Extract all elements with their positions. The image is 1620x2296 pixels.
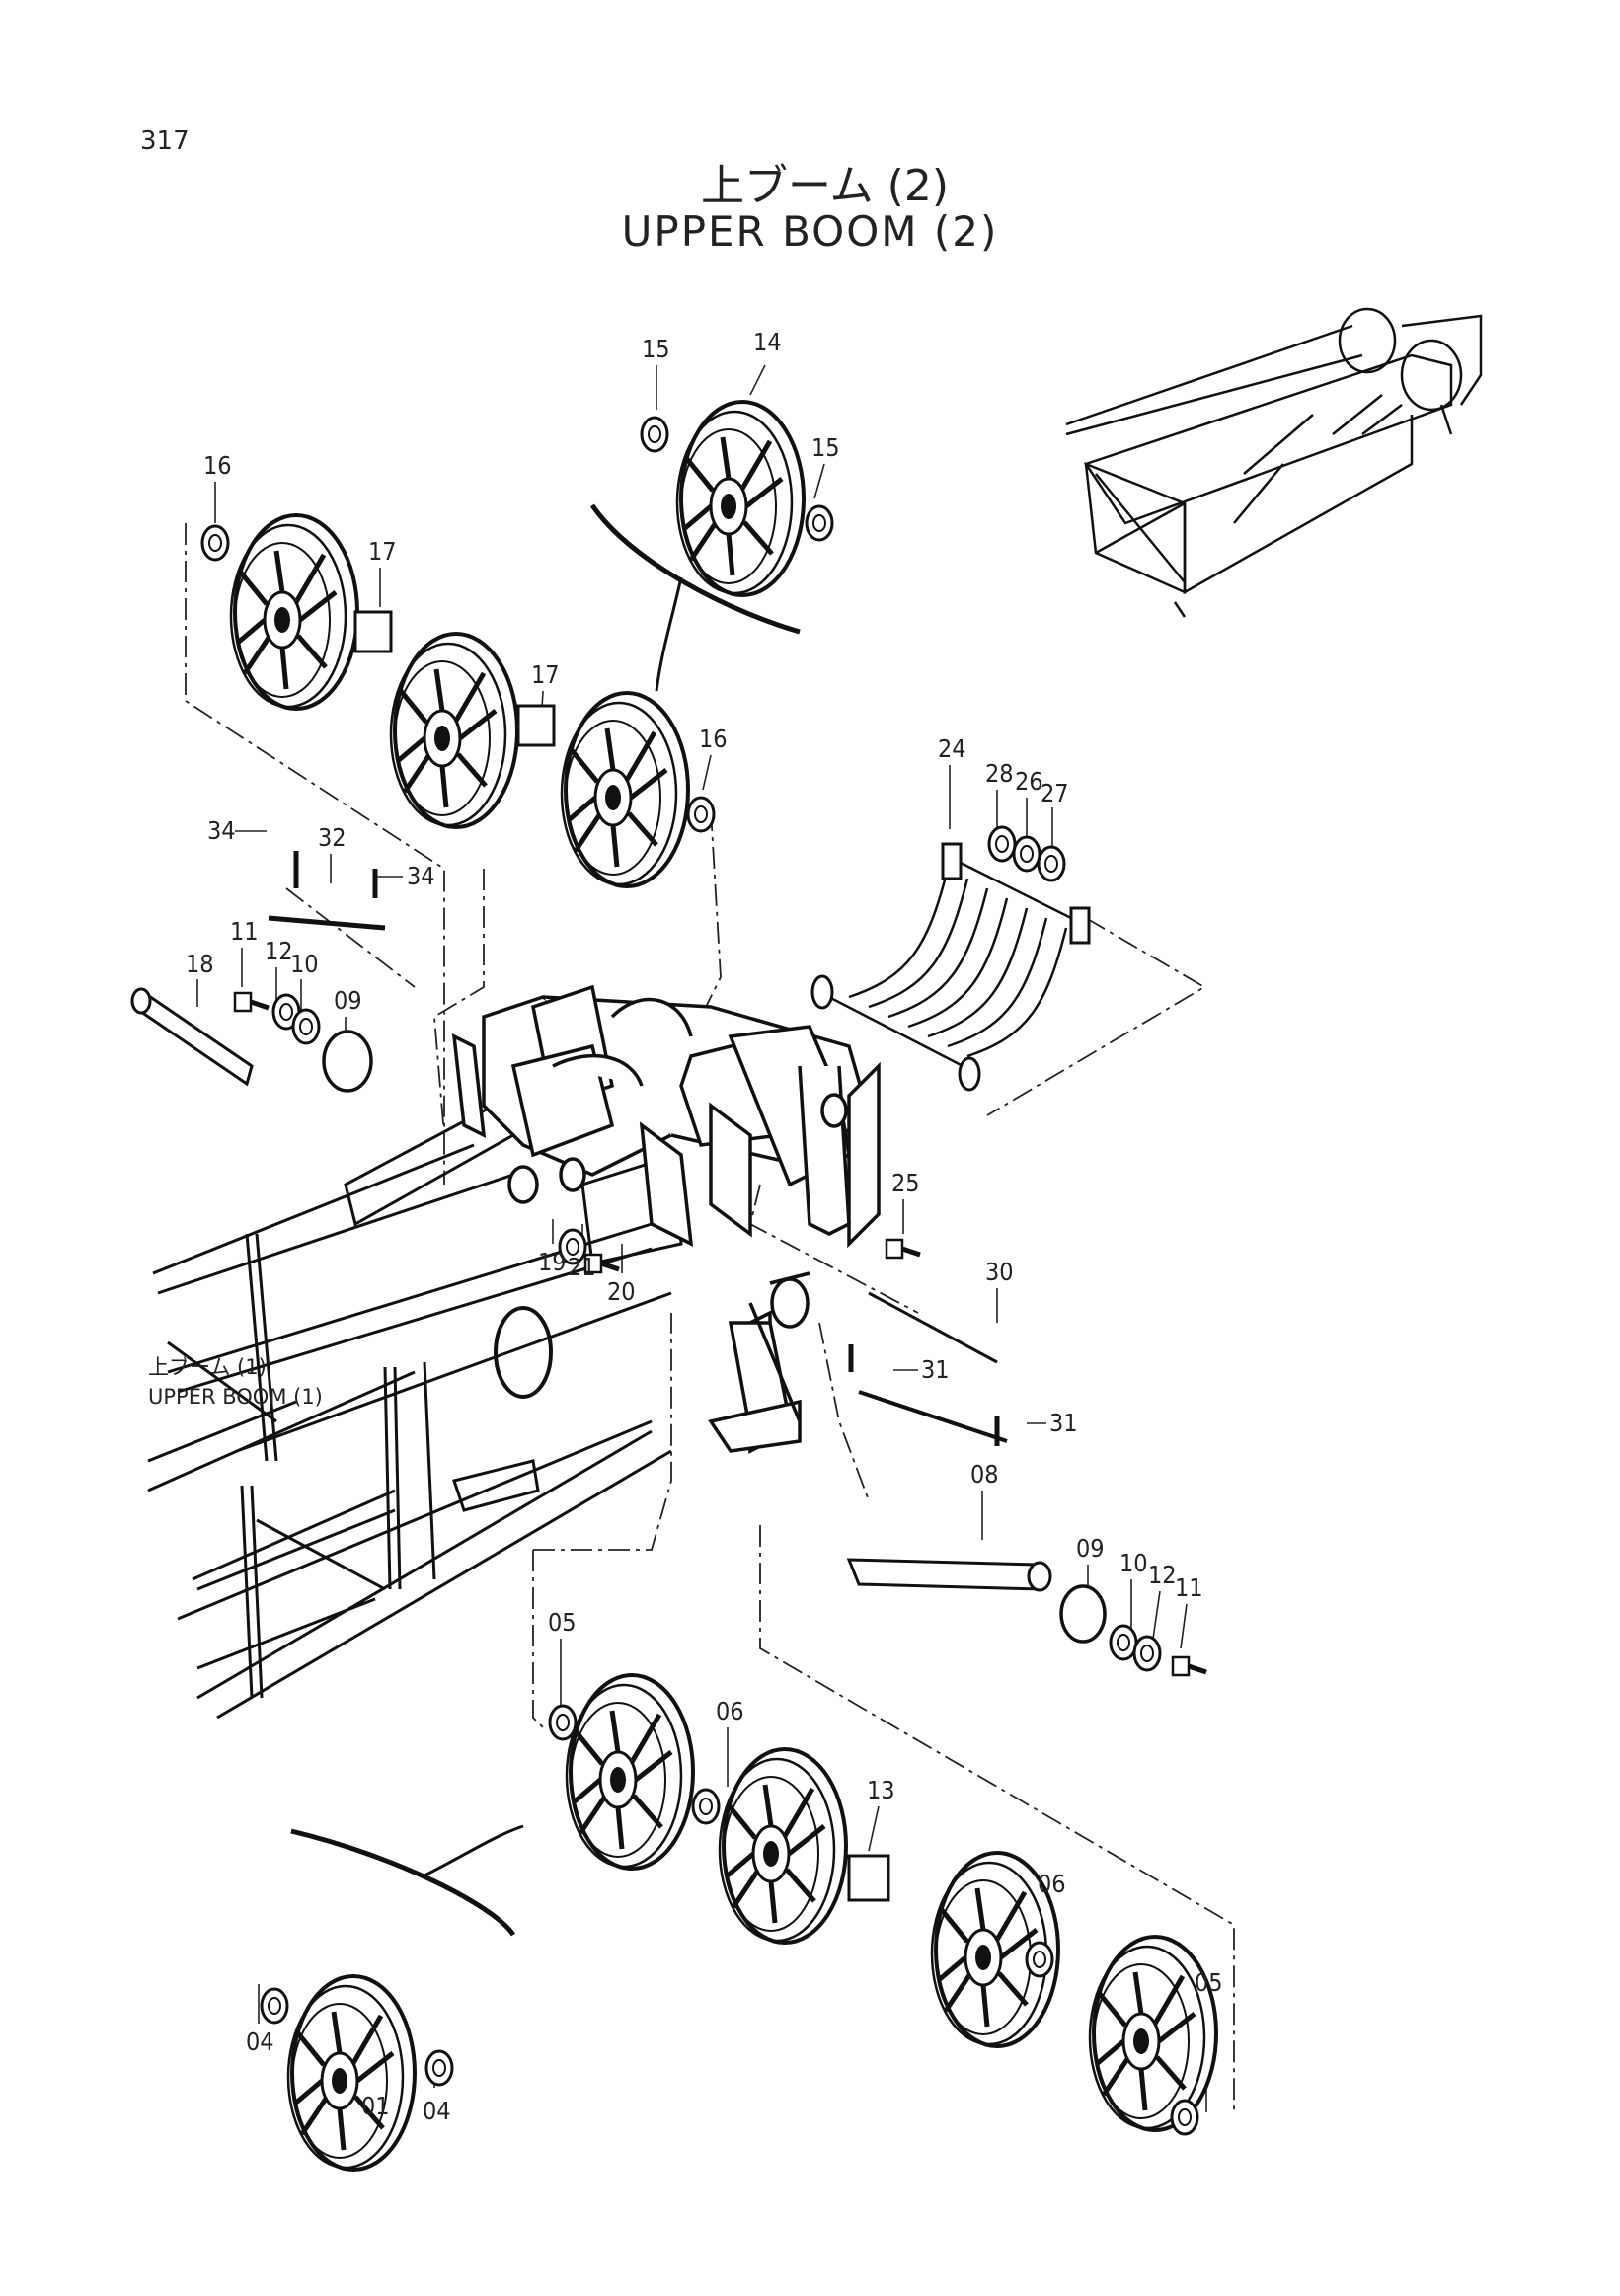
title-english: UPPER BOOM (2) — [621, 207, 999, 256]
washer-12b — [1132, 1635, 1162, 1672]
callout-12: 12 — [265, 937, 293, 965]
callout-20: 20 — [607, 1277, 636, 1306]
callout-labels: 15 14 15 16 17 17 16 24 28 26 27 34 32 3… — [186, 328, 1223, 2125]
callout-34: 34 — [207, 816, 236, 845]
sheave-lower-4 — [1090, 1937, 1216, 2130]
callout-06: 06 — [716, 1697, 744, 1725]
reference-label-jp: 上ブーム (1) — [148, 1355, 267, 1379]
callout-16: 16 — [203, 451, 232, 480]
callout-04: 04 — [246, 2028, 274, 2056]
callout-15: 15 — [811, 433, 840, 462]
cable-guide-assembly — [810, 842, 1091, 1092]
bearing-05b — [1170, 2099, 1199, 2136]
callout-15: 15 — [642, 335, 670, 363]
callout-27: 27 — [1041, 779, 1069, 807]
shafts-and-pins — [130, 851, 1052, 1592]
sheave-14 — [677, 402, 804, 595]
callout-17: 17 — [531, 660, 560, 689]
callout-14: 14 — [753, 328, 782, 356]
upper-boom-1-lattice — [147, 1104, 683, 1720]
sheave-upper-1 — [231, 515, 357, 709]
callout-01: 01 — [361, 2092, 390, 2120]
washer-06a — [691, 1788, 721, 1825]
washer-26 — [1012, 835, 1041, 873]
callout-13: 13 — [867, 1776, 895, 1804]
washer-06b — [1025, 1941, 1054, 1978]
bearing-04a — [260, 1987, 289, 2025]
spacer-13 — [847, 1854, 890, 1902]
boom-overview-thumbnail — [1065, 307, 1483, 618]
bolt-11b — [1173, 1657, 1206, 1675]
spacer-17a — [353, 610, 393, 653]
callout-17: 17 — [368, 537, 397, 566]
callout-08: 08 — [970, 1460, 999, 1489]
page-number: 317 — [140, 126, 190, 156]
callout-28: 28 — [985, 759, 1014, 788]
callout-09: 09 — [1076, 1534, 1105, 1563]
bearing-04b — [424, 2049, 454, 2087]
callout-11: 11 — [1175, 1573, 1203, 1602]
callout-10: 10 — [1119, 1549, 1148, 1577]
callout-11: 11 — [230, 917, 259, 946]
sheave-bracket-frame — [451, 984, 881, 1454]
bushing-09a — [322, 1030, 373, 1093]
sheave-lower-1 — [567, 1675, 693, 1869]
spacer-17b — [516, 704, 556, 747]
plate-10a — [291, 1008, 321, 1045]
sheave-01 — [288, 1976, 415, 2170]
callout-06: 06 — [1038, 1870, 1066, 1898]
plate-10b — [1109, 1624, 1138, 1661]
callout-31: 31 — [921, 1355, 950, 1384]
bushing-09b — [1059, 1584, 1107, 1644]
callout-24: 24 — [938, 734, 966, 763]
callout-05: 05 — [548, 1608, 577, 1637]
sheave-upper-2 — [391, 634, 517, 827]
sheave-group-bracket-upper — [589, 503, 801, 635]
bearing-15b — [805, 504, 834, 542]
callout-09: 09 — [334, 986, 362, 1015]
callout-21: 21 — [568, 1253, 596, 1281]
callout-19: 19 — [538, 1248, 567, 1276]
callout-05: 05 — [1195, 1968, 1223, 1997]
callout-18: 18 — [186, 950, 214, 978]
title-japanese: 上ブーム (2) — [701, 161, 949, 211]
washer-16b — [686, 796, 716, 833]
reference-label-en: UPPER BOOM (1) — [148, 1385, 323, 1409]
bearing-05a — [548, 1704, 578, 1741]
nut-28 — [987, 825, 1017, 863]
callout-30: 30 — [985, 1258, 1014, 1286]
callout-34: 34 — [407, 862, 435, 890]
callout-32: 32 — [318, 823, 347, 852]
bolt-11a — [235, 993, 269, 1011]
callout-25: 25 — [891, 1169, 920, 1197]
washer-27 — [1037, 845, 1066, 882]
bearing-15a — [640, 416, 669, 453]
bolt-25 — [887, 1240, 920, 1258]
callout-26: 26 — [1015, 767, 1043, 796]
sheave-upper-3 — [562, 693, 688, 886]
callout-12: 12 — [1148, 1561, 1177, 1589]
callout-31: 31 — [1049, 1409, 1078, 1437]
sheave-lower-2 — [720, 1749, 846, 1943]
callout-16: 16 — [699, 725, 728, 753]
callout-04: 04 — [423, 2097, 451, 2125]
washer-16a — [200, 524, 230, 562]
callout-10: 10 — [290, 950, 319, 978]
sheave-group-bracket-lower — [290, 1828, 516, 1937]
